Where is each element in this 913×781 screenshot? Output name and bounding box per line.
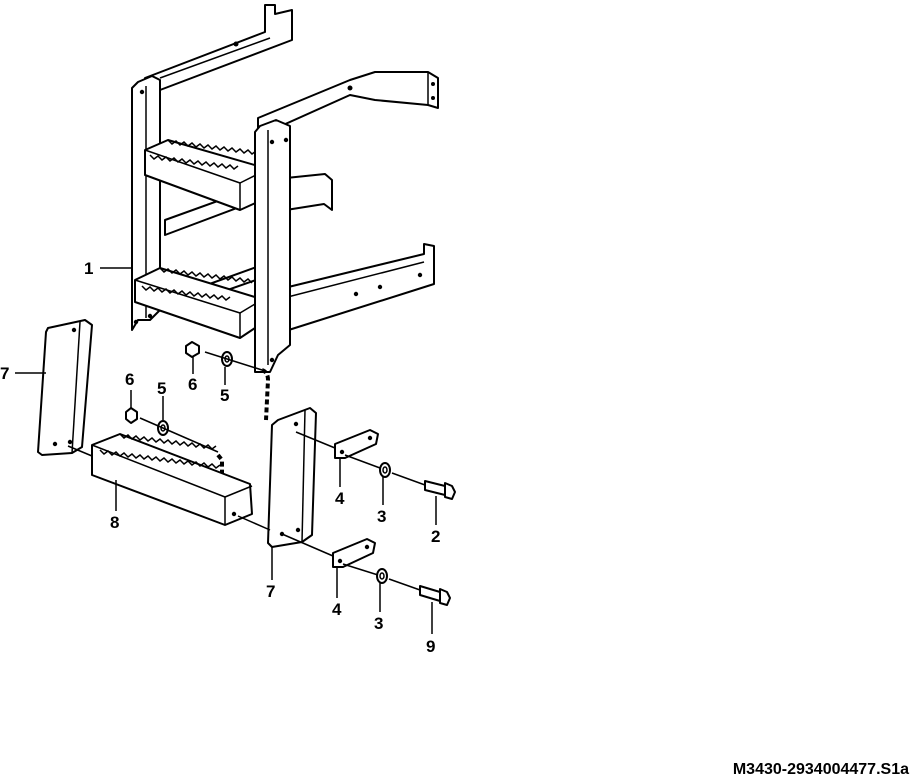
bracket-upper [295, 429, 456, 500]
callout-leaders [15, 267, 437, 634]
callout-5-lower: 5 [157, 379, 166, 398]
callout-4-lower: 4 [332, 600, 342, 619]
callout-3-lower: 3 [374, 614, 383, 633]
callout-9: 9 [426, 637, 435, 656]
callout-1: 1 [84, 259, 93, 278]
side-plate-right [267, 407, 317, 548]
bracket-lower [237, 515, 451, 606]
upper-nut-washer [185, 341, 263, 371]
callout-4-upper: 4 [335, 489, 345, 508]
upper-step-frame [131, 4, 439, 373]
callout-2: 2 [431, 527, 440, 546]
side-plate-left [37, 319, 93, 456]
lower-nut-washer [67, 407, 219, 457]
connection-dash-upper [261, 368, 271, 421]
callout-6-upper: 6 [188, 375, 197, 394]
callout-3-upper: 3 [377, 507, 386, 526]
callout-7-right: 7 [266, 582, 275, 601]
connection-dash-lower [216, 453, 224, 495]
callout-6-lower: 6 [125, 370, 134, 389]
callout-7-left: 7 [0, 364, 9, 383]
callout-labels: 1 7 6 5 6 5 8 7 4 3 2 4 3 9 [0, 259, 440, 656]
drawing-reference-number: M3430-2934004477.S1a [732, 761, 909, 778]
lower-step [91, 433, 253, 526]
callout-5-upper: 5 [220, 386, 229, 405]
callout-8: 8 [110, 513, 119, 532]
